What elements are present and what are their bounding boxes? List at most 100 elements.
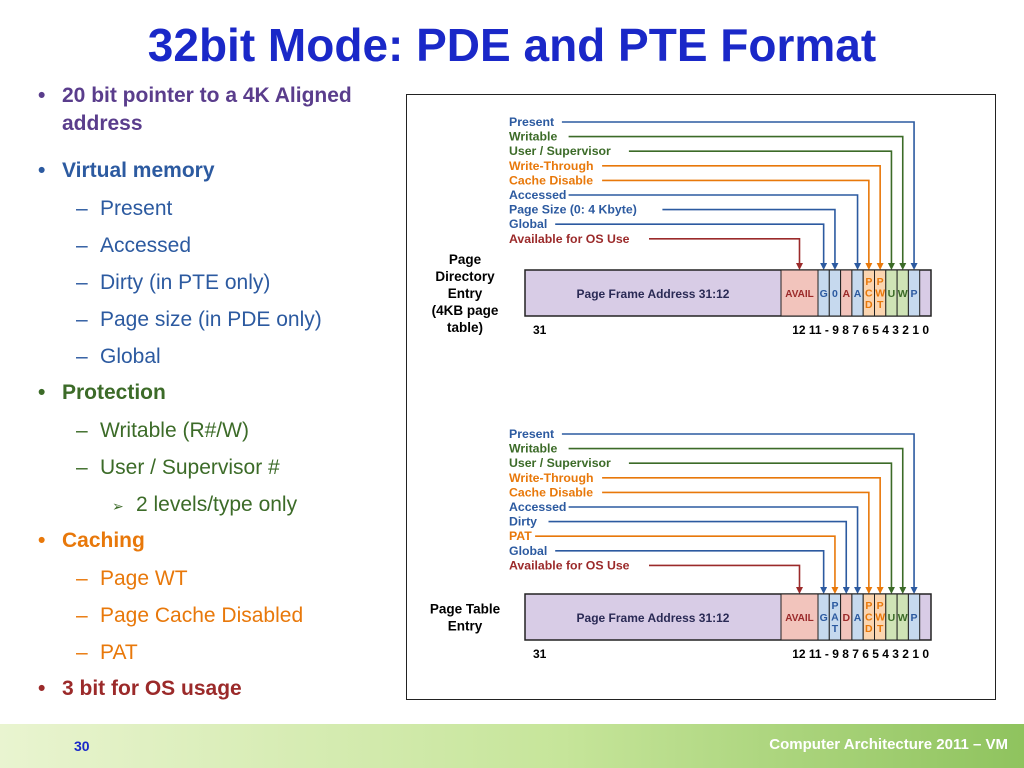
page-frame-label: Page Frame Address 31:12 (577, 611, 730, 625)
bit-numbers-right: 12 11 - 9 8 7 6 5 4 3 2 1 0 (792, 323, 929, 337)
field-arrow (602, 165, 884, 270)
field-label: Available for OS Use (509, 558, 630, 572)
bit-number-left: 31 (533, 323, 547, 337)
field-label: Global (509, 544, 547, 558)
sub-item-text: Accessed (100, 234, 192, 257)
sub-item-text: Page WT (100, 567, 188, 590)
bit-field-label: G (820, 612, 828, 624)
sub-item-text: Page Cache Disabled (100, 604, 304, 627)
sub-sub-item: ➢2 levels/type only (112, 493, 298, 516)
field-label: Dirty (509, 515, 537, 529)
field-arrow (568, 447, 907, 594)
sub-item: –Dirty (in PTE only) (76, 271, 271, 294)
field-arrow (602, 491, 873, 594)
bit-field-label: P (831, 600, 838, 612)
field-arrow (535, 535, 839, 594)
bit-numbers-right: 12 11 - 9 8 7 6 5 4 3 2 1 0 (792, 647, 929, 661)
field-arrow (649, 564, 803, 594)
bit-field (780, 593, 819, 641)
sub-item-text: User / Supervisor # (100, 456, 280, 479)
bit-field-label: P (865, 276, 872, 288)
field-label: Available for OS Use (509, 232, 630, 246)
field-label: PAT (509, 529, 532, 543)
field-arrow (628, 150, 895, 270)
bit-field-label: A (854, 288, 862, 300)
bit-field-label: T (877, 623, 884, 635)
field-label: Cache Disable (509, 173, 593, 187)
sub-item-text: Writable (R#/W) (100, 419, 249, 442)
entry-caption: Entry (448, 286, 483, 301)
field-arrow (548, 520, 850, 594)
sub-item-text: Page size (in PDE only) (100, 308, 322, 331)
sub-item: –Page size (in PDE only) (76, 308, 322, 331)
sub-item: –Page WT (76, 567, 188, 590)
field-arrow (649, 238, 803, 270)
bit-field-label: 0 (832, 288, 838, 300)
bit-field-label: A (842, 288, 850, 300)
bit-field (907, 269, 921, 317)
bullet-list: •20 bit pointer to a 4K Aligned address … (38, 82, 398, 712)
bit-field (907, 593, 921, 641)
field-label: Global (509, 217, 547, 231)
field-label: Present (509, 427, 554, 441)
field-arrow (568, 194, 862, 270)
bit-field-label: P (877, 276, 884, 288)
field-arrow (555, 223, 828, 270)
bit-field-label: W (898, 612, 908, 624)
sub-item: –Page Cache Disabled (76, 604, 304, 627)
bullet-os-usage-text: 3 bit for OS usage (62, 677, 242, 700)
field-arrow (602, 477, 884, 594)
bit-field-label: U (888, 612, 896, 624)
sub-item-text: PAT (100, 641, 138, 664)
entry-caption: Entry (448, 619, 483, 634)
field-arrow (561, 121, 918, 270)
sub-sub-item-text: 2 levels/type only (136, 493, 298, 516)
field-label: Present (509, 115, 554, 129)
bit-field-label: W (898, 288, 908, 300)
bit-field-label: U (888, 288, 896, 300)
field-label: Writable (509, 130, 557, 144)
footer-bar: 30 Computer Architecture 2011 – VM (0, 724, 1024, 768)
bit-field-label: T (832, 623, 839, 635)
course-title: Computer Architecture 2011 – VM (769, 736, 1008, 753)
field-arrow (568, 135, 907, 270)
sub-item: –PAT (76, 641, 138, 664)
field-label: Page Size (0: 4 Kbyte) (509, 203, 637, 217)
bit-field-label: P (911, 288, 918, 300)
entry-caption: table) (447, 320, 483, 335)
bit-field-label: A (831, 612, 839, 624)
bit-field-label: P (865, 600, 872, 612)
bit-field-label: A (854, 612, 862, 624)
field-label: Writable (509, 442, 557, 456)
bullet-pointer: •20 bit pointer to a 4K Aligned address (38, 84, 352, 135)
field-label: Accessed (509, 188, 566, 202)
bit-field-label: C (865, 288, 873, 300)
bit-field-label: T (877, 299, 884, 311)
sub-item-text: Global (100, 345, 161, 368)
bullet-protection-text: Protection (62, 381, 166, 404)
bit-field-label: G (820, 288, 828, 300)
field-arrow (561, 433, 918, 594)
bullet-virtual-memory-text: Virtual memory (62, 159, 215, 182)
bit-field-label: P (911, 612, 918, 624)
bit-field-label: AVAIL (785, 289, 814, 300)
page-frame-label: Page Frame Address 31:12 (577, 287, 730, 301)
bit-field-label: D (842, 612, 850, 624)
field-label: Cache Disable (509, 485, 593, 499)
field-arrow (568, 506, 862, 594)
entry-caption: Page (449, 252, 482, 267)
entry-caption: Page Table (430, 602, 501, 617)
sub-item: –Global (76, 345, 161, 368)
bullet-caching: •Caching (38, 529, 145, 552)
field-label: Write-Through (509, 159, 593, 173)
field-label: User / Supervisor (509, 456, 611, 470)
bullet-os-usage: •3 bit for OS usage (38, 677, 242, 700)
bit-number-left: 31 (533, 647, 547, 661)
sub-item: –Accessed (76, 234, 192, 257)
field-label: User / Supervisor (509, 144, 611, 158)
bit-field-label: P (877, 600, 884, 612)
bullet-caching-text: Caching (62, 529, 145, 552)
field-label: Write-Through (509, 471, 593, 485)
